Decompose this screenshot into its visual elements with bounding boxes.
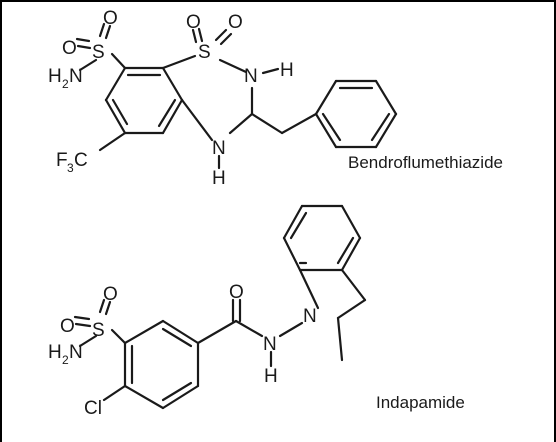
benzyl-group	[250, 79, 398, 149]
atom-s1: S	[92, 42, 105, 63]
atom-o3-b: O	[229, 282, 244, 303]
chloro-bond	[102, 384, 127, 402]
atom-f: F	[56, 150, 68, 171]
atom-h-n3: H	[212, 168, 226, 189]
atom-h-n2: H	[280, 60, 294, 81]
atom-s1-b: S	[92, 320, 105, 341]
atom-h-nh2-b: H	[48, 342, 62, 363]
atom-nh2-subscript: 2	[62, 77, 69, 91]
sulfonamide-group-1	[75, 22, 127, 72]
atom-n1: N	[69, 66, 83, 87]
atom-cl: Cl	[84, 398, 102, 419]
atom-n2-b: N	[263, 334, 277, 355]
compound-name-indapamide: Indapamide	[376, 393, 465, 412]
indapamide-benzene-ring	[123, 319, 200, 410]
atom-c: C	[74, 150, 88, 171]
atom-o1: O	[62, 38, 77, 59]
atom-o3: O	[186, 12, 201, 33]
sulfonamide-group-2	[73, 298, 127, 348]
indapamide-structure: O S O H 2 N Cl O N H N Indapamide	[48, 204, 465, 419]
atom-nh2-subscript-b: 2	[62, 353, 69, 367]
atom-f-subscript: 3	[67, 161, 74, 175]
bendroflumethiazide-structure: O S O H 2 N F 3 C O S O N H N H Bendrofl…	[48, 8, 503, 189]
thiadiazine-ring	[161, 27, 280, 170]
atom-n2: N	[244, 66, 258, 87]
atom-h-nh2: H	[48, 66, 62, 87]
atom-o2: O	[103, 8, 118, 29]
atom-o2-b: O	[103, 284, 118, 305]
atom-o4: O	[228, 12, 243, 33]
compound-name-bendroflumethiazide: Bendroflumethiazide	[348, 153, 503, 172]
atom-s2: S	[198, 42, 211, 63]
atom-n1-b: N	[69, 342, 83, 363]
indoline-ring	[282, 204, 367, 362]
atom-h-n2-b: H	[264, 366, 278, 387]
amide-linker	[196, 298, 304, 368]
benzene-ring-a	[104, 66, 184, 135]
cf3-bond	[98, 131, 127, 152]
atom-o1-b: O	[60, 316, 75, 337]
atom-n3-b: N	[303, 306, 317, 327]
atom-n3: N	[212, 138, 226, 159]
